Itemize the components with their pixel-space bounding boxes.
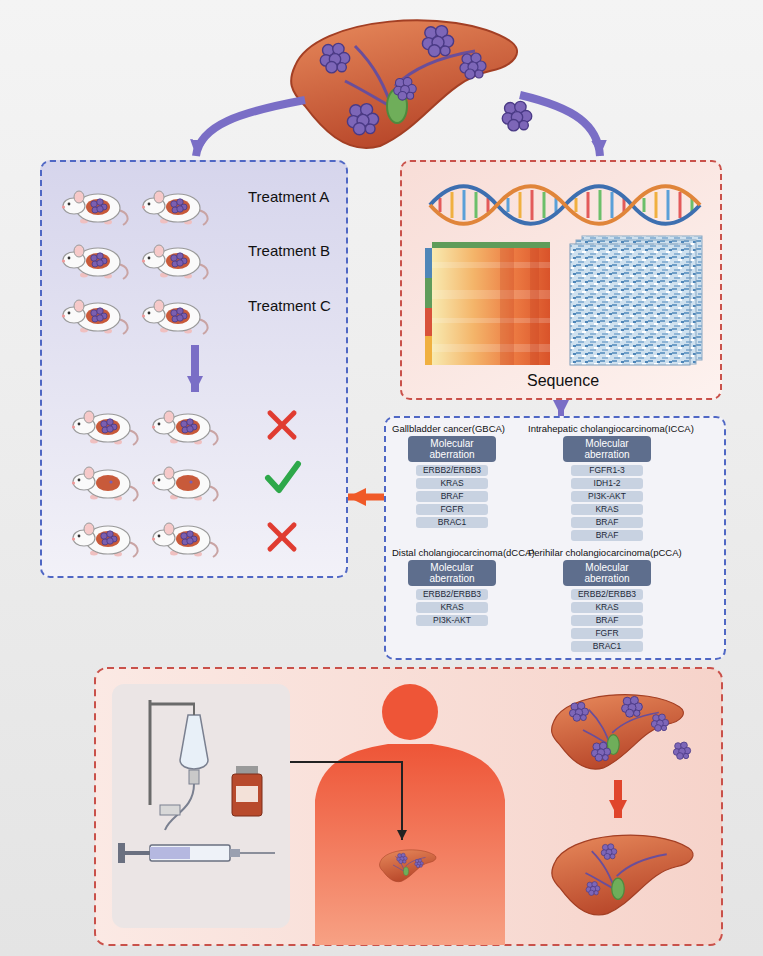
box-label: Molecular aberration [563, 438, 651, 461]
aberration-header: Molecular aberration [408, 436, 496, 462]
box-label: BRAF [596, 616, 619, 625]
box-label: BRAF [596, 518, 619, 527]
box-label: FGFR1-3 [589, 466, 624, 475]
flow-arrow [520, 95, 600, 156]
box-label: PI3K-AKT [433, 616, 471, 625]
group-title: Gallbladder cancer(GBCA) [392, 423, 505, 434]
liver-after [552, 835, 693, 915]
mouse-group [72, 411, 218, 557]
gene-pill: BRAF [571, 530, 643, 541]
gene-pill: KRAS [571, 602, 643, 613]
flow-arrow [348, 494, 384, 501]
gene-pill: IDH1-2 [571, 478, 643, 489]
gene-pill: KRAS [416, 478, 488, 489]
box-label: PI3K-AKT [588, 492, 626, 501]
aberration-header: Molecular aberration [563, 560, 651, 586]
panel-ground [384, 416, 726, 660]
box-label: FGFR [440, 505, 463, 514]
success-mark [268, 464, 298, 490]
dosing-line [290, 762, 402, 840]
aberration-header: Molecular aberration [408, 560, 496, 586]
drug-panel [112, 684, 290, 928]
box-label: Molecular aberration [408, 562, 496, 585]
box-label: ERBB2/ERBB3 [423, 466, 481, 475]
box-label: KRAS [440, 479, 463, 488]
flow-arrow [558, 400, 564, 416]
gene-pill: KRAS [416, 602, 488, 613]
sequencing-panel: Sequence [400, 160, 722, 400]
gene-pill: KRAS [571, 504, 643, 515]
liver-before [552, 695, 691, 769]
gene-pill: FGFR [571, 628, 643, 639]
treatment-label: Treatment C [248, 297, 331, 314]
box-label: ERBB2/ERBB3 [578, 590, 636, 599]
box-label: FGFR [595, 629, 618, 638]
gene-pill: PI3K-AKT [416, 615, 488, 626]
gene-pill: ERBB2/ERBB3 [571, 589, 643, 600]
gene-pill: PI3K-AKT [571, 491, 643, 502]
box-label: Molecular aberration [563, 562, 651, 585]
box-label: Molecular aberration [408, 438, 496, 461]
box-label: KRAS [595, 505, 618, 514]
box-label: ERBB2/ERBB3 [423, 590, 481, 599]
gene-pill: BRAF [571, 615, 643, 626]
box-label: BRAF [441, 492, 464, 501]
gene-pill: FGFR [416, 504, 488, 515]
panel-ground [40, 160, 348, 578]
gene-pill: ERBB2/ERBB3 [416, 465, 488, 476]
treatment-label: Treatment A [248, 188, 329, 205]
heatmap [570, 236, 702, 365]
gene-pill: FGFR1-3 [571, 465, 643, 476]
box-label: BRAF [596, 531, 619, 540]
human-figure [315, 684, 505, 945]
flow-arrow [191, 345, 199, 392]
infusion-set [150, 700, 262, 830]
panel-ground [400, 160, 722, 400]
group-title: Perihilar cholangiocarcinoma(pCCA) [528, 547, 682, 558]
box-label: BRAC1 [593, 642, 621, 651]
gene-pill: ERBB2/ERBB3 [416, 589, 488, 600]
group-title: Intrahepatic cholangiocarcinoma(ICCA) [528, 423, 694, 434]
aberration-panel: Gallbladder cancer(GBCA) Intrahepatic cho… [384, 416, 726, 660]
gene-pill: BRAF [571, 517, 643, 528]
response-arrow [614, 780, 622, 818]
panel-label: Sequence [404, 372, 722, 390]
box-label: BRAC1 [438, 518, 466, 527]
treatment-label: Treatment B [248, 242, 330, 259]
clinic-panel [95, 668, 722, 945]
dna-helix [430, 186, 700, 224]
syringe [118, 843, 275, 863]
group-title: Distal cholangiocarcinoma(dCCA) [392, 547, 535, 558]
box-label: IDH1-2 [594, 479, 621, 488]
aberration-header: Molecular aberration [563, 436, 651, 462]
treatment-panel: Treatment A Treatment B Treatment C [40, 160, 348, 578]
gene-pill: BRAC1 [571, 641, 643, 652]
box-label: KRAS [595, 603, 618, 612]
gene-pill: BRAC1 [416, 517, 488, 528]
flow-arrow [196, 100, 305, 156]
heatmap [425, 242, 550, 365]
mouse-group [62, 191, 208, 334]
box-label: KRAS [440, 603, 463, 612]
top-liver [291, 20, 532, 148]
gene-pill: BRAF [416, 491, 488, 502]
